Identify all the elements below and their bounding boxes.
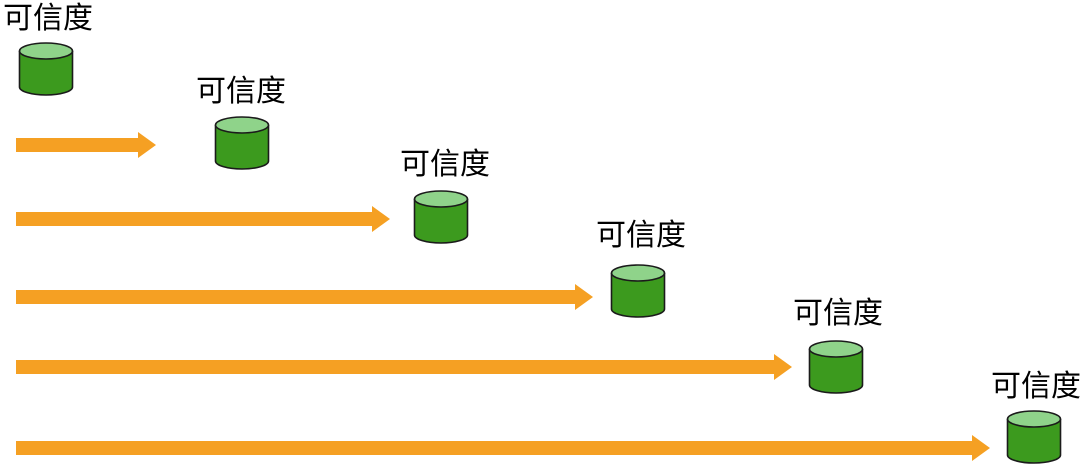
database-cylinder-icon xyxy=(214,116,270,170)
arrow-right-icon xyxy=(16,131,156,159)
database-cylinder-icon xyxy=(18,42,74,96)
arrow-right-icon xyxy=(16,205,390,233)
arrow-right-icon xyxy=(16,283,593,311)
database-cylinder-icon xyxy=(1006,410,1062,464)
database-cylinder-icon xyxy=(808,340,864,394)
database-cylinder-icon xyxy=(610,264,666,318)
arrow-right-icon xyxy=(16,434,990,462)
database-cylinder-icon xyxy=(413,190,469,244)
stage-label: 可信度 xyxy=(3,1,93,36)
arrow-right-icon xyxy=(16,353,792,381)
stage-label: 可信度 xyxy=(196,74,286,109)
stage-label: 可信度 xyxy=(991,369,1081,404)
stage-label: 可信度 xyxy=(400,147,490,182)
stage-label: 可信度 xyxy=(793,296,883,331)
stage-label: 可信度 xyxy=(596,218,686,253)
